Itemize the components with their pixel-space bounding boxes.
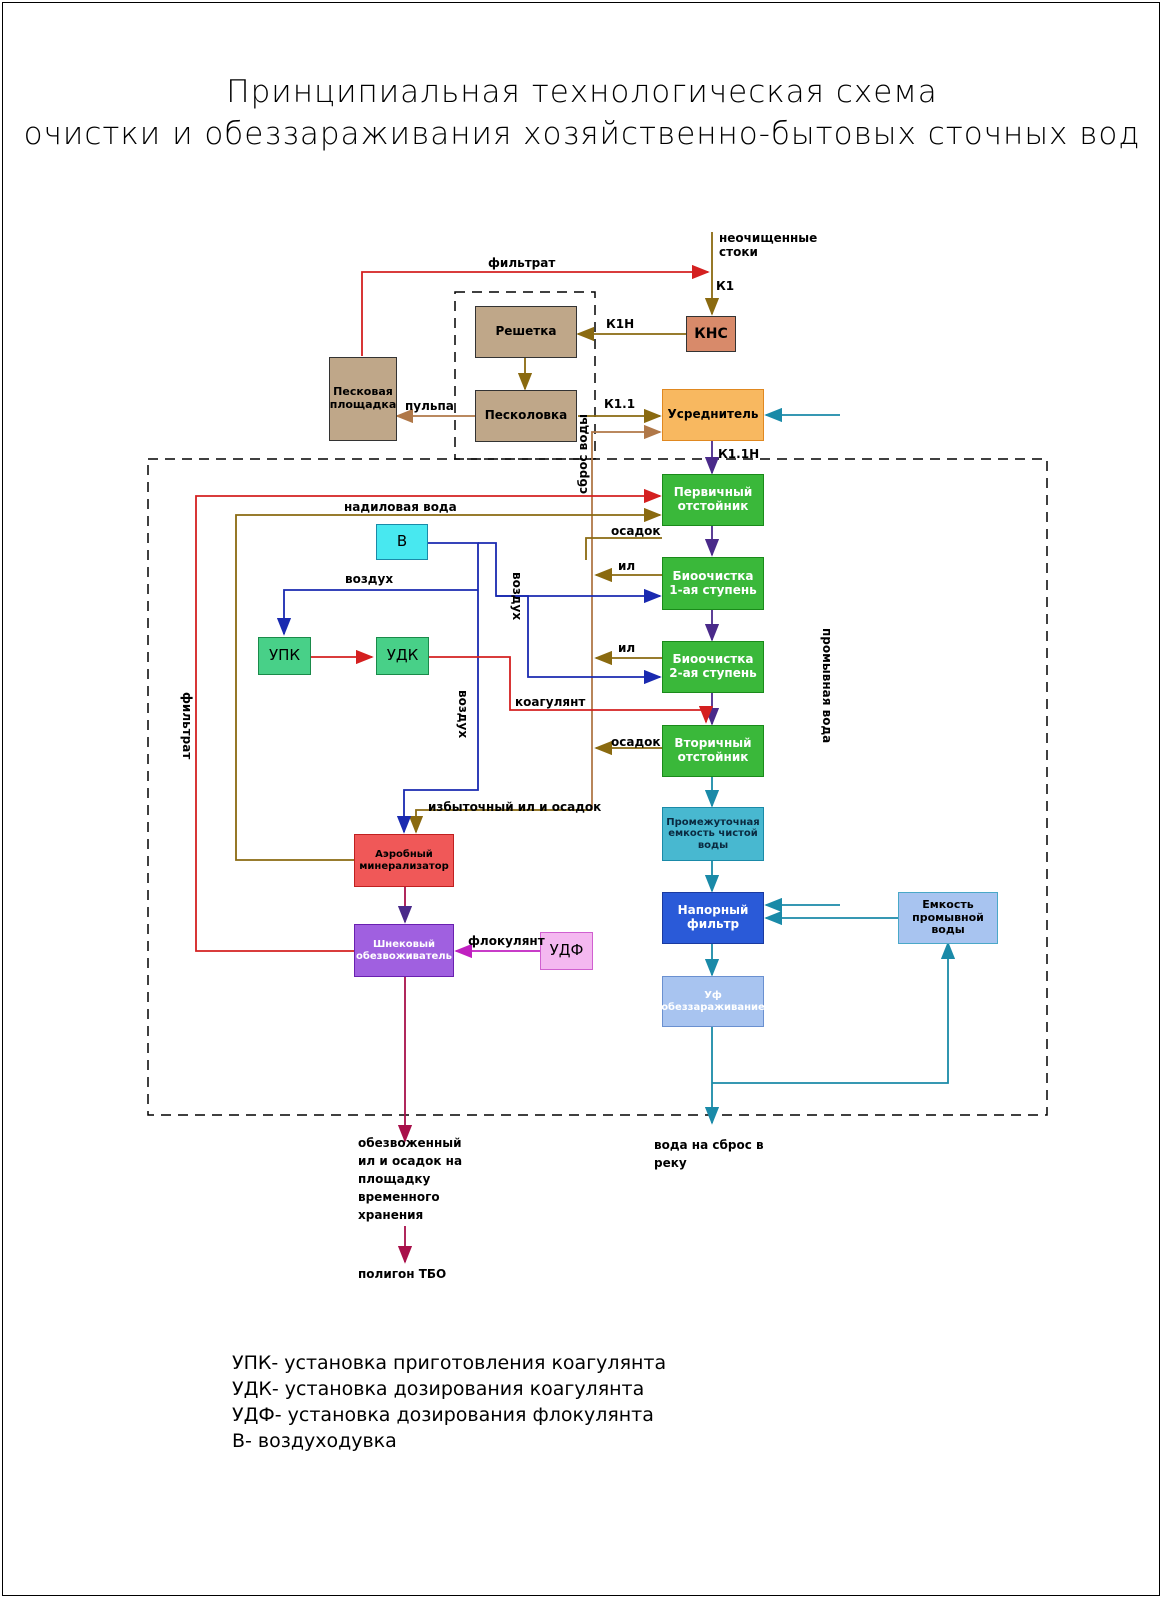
label-vozduh-1: воздух	[345, 572, 394, 586]
udk-box: УДК	[376, 637, 429, 675]
label-promyvnaya: промывная вода	[820, 628, 834, 744]
peskovaya-box: Песковая площадка	[329, 357, 397, 441]
label-flokulyant: флокулянт	[468, 934, 545, 948]
aerob-box: Аэробный минерализатор	[354, 834, 454, 887]
uf-box: Уф обеззараживание	[661, 976, 765, 1027]
udf-box: УДФ	[540, 932, 593, 970]
napor-box: Напорный фильтр	[662, 892, 764, 944]
label-il-2: ил	[618, 641, 636, 655]
label-poligon: полигон ТБО	[358, 1267, 447, 1281]
legend: УПК- установка приготовления коагулянта …	[232, 1350, 666, 1454]
label-pulpa: пульпа	[405, 399, 454, 413]
label-izbytochny: избыточный ил и осадок	[428, 800, 602, 814]
upk-box: УПК	[258, 637, 311, 675]
label-osadok-2: осадок	[611, 735, 661, 749]
label-koagulyant: коагулянт	[515, 695, 586, 709]
vtorichny-box: Вторичный отстойник	[662, 725, 764, 777]
legend-item-udf: УДФ- установка дозирования флокулянта	[232, 1404, 654, 1426]
bio1-box: Биоочистка 1-ая ступень	[662, 557, 764, 610]
label-filtrat-top: фильтрат	[488, 256, 556, 270]
pervichny-box: Первичный отстойник	[662, 474, 764, 526]
label-discharge: вода на сброс в реку	[654, 1138, 764, 1170]
legend-item-upk: УПК- установка приготовления коагулянта	[232, 1352, 667, 1374]
legend-item-v: В- воздуходувка	[232, 1430, 397, 1452]
label-k11: К1.1	[604, 397, 636, 411]
blower-box: В	[376, 524, 428, 560]
shnek-box: Шнековый обезвоживатель	[354, 924, 454, 977]
usrednitel-box: Усреднитель	[662, 389, 764, 441]
label-il-1: ил	[618, 559, 636, 573]
reshetka-box: Решетка	[475, 306, 577, 358]
label-k1: К1	[716, 279, 735, 293]
label-k11n: К1.1Н	[718, 447, 760, 461]
label-vozduh-3: воздух	[456, 690, 470, 739]
kns-box: КНС	[686, 316, 736, 352]
dashed-group-treatment	[147, 458, 1048, 1116]
label-sbros-vody: сброс воды	[576, 414, 590, 494]
label-raw-sewage: неочищенные стоки	[719, 231, 818, 260]
title-line-2: очистки и обеззараживания хозяйственно-б…	[23, 116, 1141, 152]
label-osadok-1: осадок	[611, 524, 661, 538]
label-filtrat-left: фильтрат	[180, 692, 194, 760]
peskolovka-box: Песколовка	[475, 390, 577, 442]
label-dewatered: обезвоженный ил и осадок на площадку вре…	[358, 1136, 463, 1222]
title-line-1: Принципиальная технологическая схема	[226, 74, 938, 110]
label-nadilovaya: надиловая вода	[344, 500, 457, 514]
promezh-box: Промежуточная емкость чистой воды	[662, 807, 764, 861]
label-k1n: К1Н	[606, 317, 635, 331]
label-vozduh-2: воздух	[510, 572, 524, 621]
legend-item-udk: УДК- установка дозирования коагулянта	[232, 1378, 645, 1400]
bio2-box: Биоочистка 2-ая ступень	[662, 641, 764, 693]
emkost-box: Емкость промывной воды	[898, 892, 998, 944]
